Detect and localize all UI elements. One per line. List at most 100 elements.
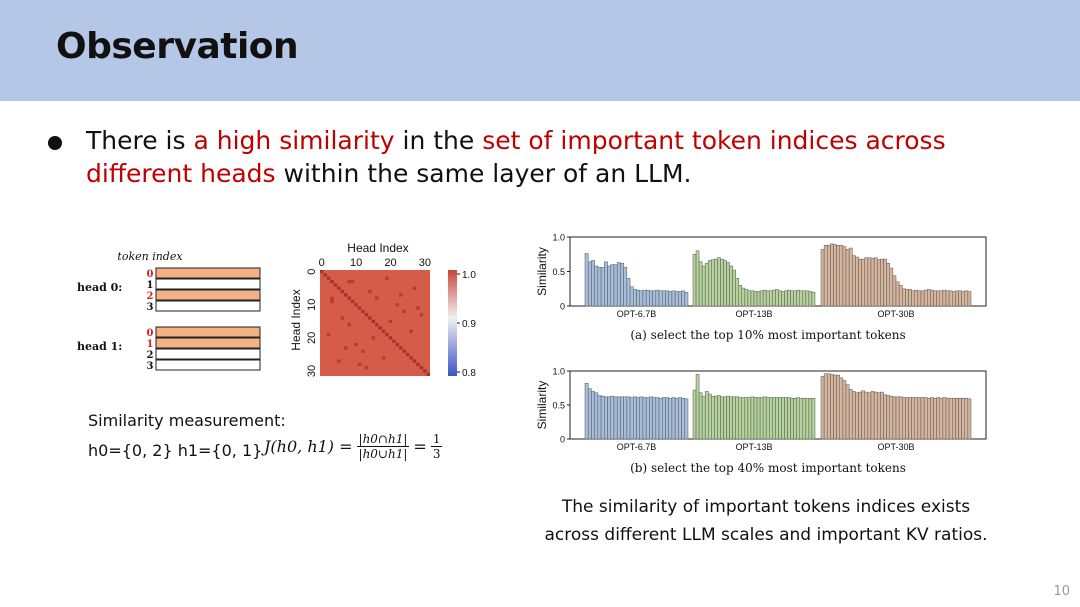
bar-opt-30b <box>883 394 887 440</box>
bar-opt-13b <box>726 395 730 440</box>
bullet-text: There is a high similarity in the set of… <box>86 124 1036 190</box>
bar-opt-13b <box>741 397 746 440</box>
bar-opt-13b <box>708 260 712 307</box>
bar-opt-6-7b <box>584 382 589 440</box>
bar-opt-13b <box>750 290 755 307</box>
heatmap-cell <box>375 296 379 300</box>
bar-opt-30b <box>820 249 825 307</box>
bar-opt-13b <box>762 396 767 440</box>
bar-opt-6-7b <box>645 397 650 440</box>
bar-opt-30b <box>864 391 869 440</box>
bar-opt-13b <box>750 396 755 440</box>
heatmap-x-tick: 10 <box>350 257 362 269</box>
bar-opt-6-7b <box>587 261 592 307</box>
heatmap-title: Head Index <box>347 241 408 255</box>
bar-opt-30b <box>842 380 847 440</box>
title-bar <box>0 0 1080 101</box>
bar-opt-13b <box>793 290 797 307</box>
bar-opt-13b <box>778 397 782 440</box>
bar-opt-30b <box>830 243 834 307</box>
bar-opt-30b <box>961 291 965 307</box>
bar-opt-13b <box>692 389 697 440</box>
bar-opt-30b <box>836 374 840 440</box>
bar-opt-6-7b <box>613 264 618 307</box>
bar-opt-30b <box>927 289 931 307</box>
bar-opt-6-7b <box>678 291 682 307</box>
bar-opt-13b <box>796 289 801 307</box>
bar-opt-6-7b <box>626 278 631 307</box>
bar-opt-6-7b <box>626 396 631 440</box>
bullet-text-part: There is <box>86 126 194 155</box>
bar-opt-6-7b <box>674 397 679 440</box>
bar-opt-30b <box>917 290 922 307</box>
head0-token-cell <box>155 300 261 312</box>
head0-token-cell <box>155 289 261 301</box>
heatmap-diagonal-cell <box>419 366 424 370</box>
bar-opt-30b <box>839 245 844 307</box>
bar-opt-6-7b <box>633 289 637 307</box>
bar-opt-6-7b <box>600 267 605 307</box>
bar-opt-30b <box>858 258 862 307</box>
bar-opt-6-7b <box>623 267 628 307</box>
heatmap-diagonal-cell <box>385 332 389 337</box>
heatmap-cell <box>416 306 420 310</box>
heatmap-diagonal-cell <box>354 303 358 307</box>
bar-opt-6-7b <box>678 397 682 440</box>
bar-opt-13b <box>784 397 788 440</box>
bar-opt-30b <box>930 397 934 440</box>
bar-opt-30b <box>833 374 837 440</box>
bar-opt-13b <box>793 397 797 440</box>
bar-opt-6-7b <box>629 286 634 307</box>
heatmap-cell <box>381 356 386 360</box>
y-tick-label: 1.0 <box>552 367 565 377</box>
bar-opt-30b <box>861 390 865 440</box>
bar-opt-13b <box>732 269 736 307</box>
bar-opt-6-7b <box>591 391 595 440</box>
heatmap-diagonal-cell <box>344 293 348 297</box>
heatmap-y-tick: 30 <box>306 365 318 377</box>
bar-opt-30b <box>827 373 831 440</box>
group-label: OPT-30B <box>877 309 914 319</box>
bar-opt-6-7b <box>642 397 647 440</box>
jaccard-formula: J(h0, h1) = |h0∩h1| |h0∪h1| = 1 3 <box>264 432 446 461</box>
figure-note: The similarity of important tokens indic… <box>526 493 1006 549</box>
head-sets-text: h0={0, 2} h1={0, 1} <box>88 441 263 460</box>
bar-opt-30b <box>908 289 912 307</box>
bar-opt-30b <box>942 289 947 307</box>
bar-opt-30b <box>873 391 878 440</box>
bullet-text-part: within the same layer of an LLM. <box>275 159 692 188</box>
bar-opt-30b <box>917 397 922 440</box>
bar-opt-13b <box>802 397 807 440</box>
bar-opt-30b <box>936 290 940 307</box>
bar-opt-30b <box>836 245 840 307</box>
bar-opt-30b <box>870 258 875 307</box>
bar-opt-13b <box>723 260 727 307</box>
heatmap-diagonal-cell <box>330 279 334 284</box>
bar-opt-30b <box>955 290 959 307</box>
bar-opt-13b <box>717 395 721 440</box>
heatmap-cell <box>350 279 355 284</box>
bar-opt-6-7b <box>600 395 605 440</box>
bar-opt-30b <box>923 397 928 440</box>
bar-opt-30b <box>936 397 940 440</box>
bar-opt-30b <box>945 397 950 440</box>
bar-opt-13b <box>735 278 739 307</box>
bar-opt-6-7b <box>681 397 686 440</box>
note-line-1: The similarity of important tokens indic… <box>561 497 971 517</box>
bar-opt-30b <box>945 290 950 307</box>
head1-index-label: 1 <box>147 339 154 350</box>
bar-opt-13b <box>735 396 739 440</box>
heatmap-diagonal-cell <box>392 339 396 343</box>
bar-opt-6-7b <box>597 395 602 440</box>
bar-opt-6-7b <box>681 290 686 307</box>
formula-numerator: |h0∩h1| <box>356 432 410 447</box>
y-tick-label: 0 <box>560 435 565 445</box>
bar-opt-13b <box>704 262 709 307</box>
bar-opt-6-7b <box>604 261 608 307</box>
head1-index-label: 0 <box>147 328 154 339</box>
bar-opt-30b <box>845 249 850 307</box>
formula-result-num: 1 <box>430 432 443 447</box>
bar-opt-13b <box>698 392 703 440</box>
bar-opt-13b <box>701 395 706 440</box>
bar-opt-30b <box>880 391 884 440</box>
